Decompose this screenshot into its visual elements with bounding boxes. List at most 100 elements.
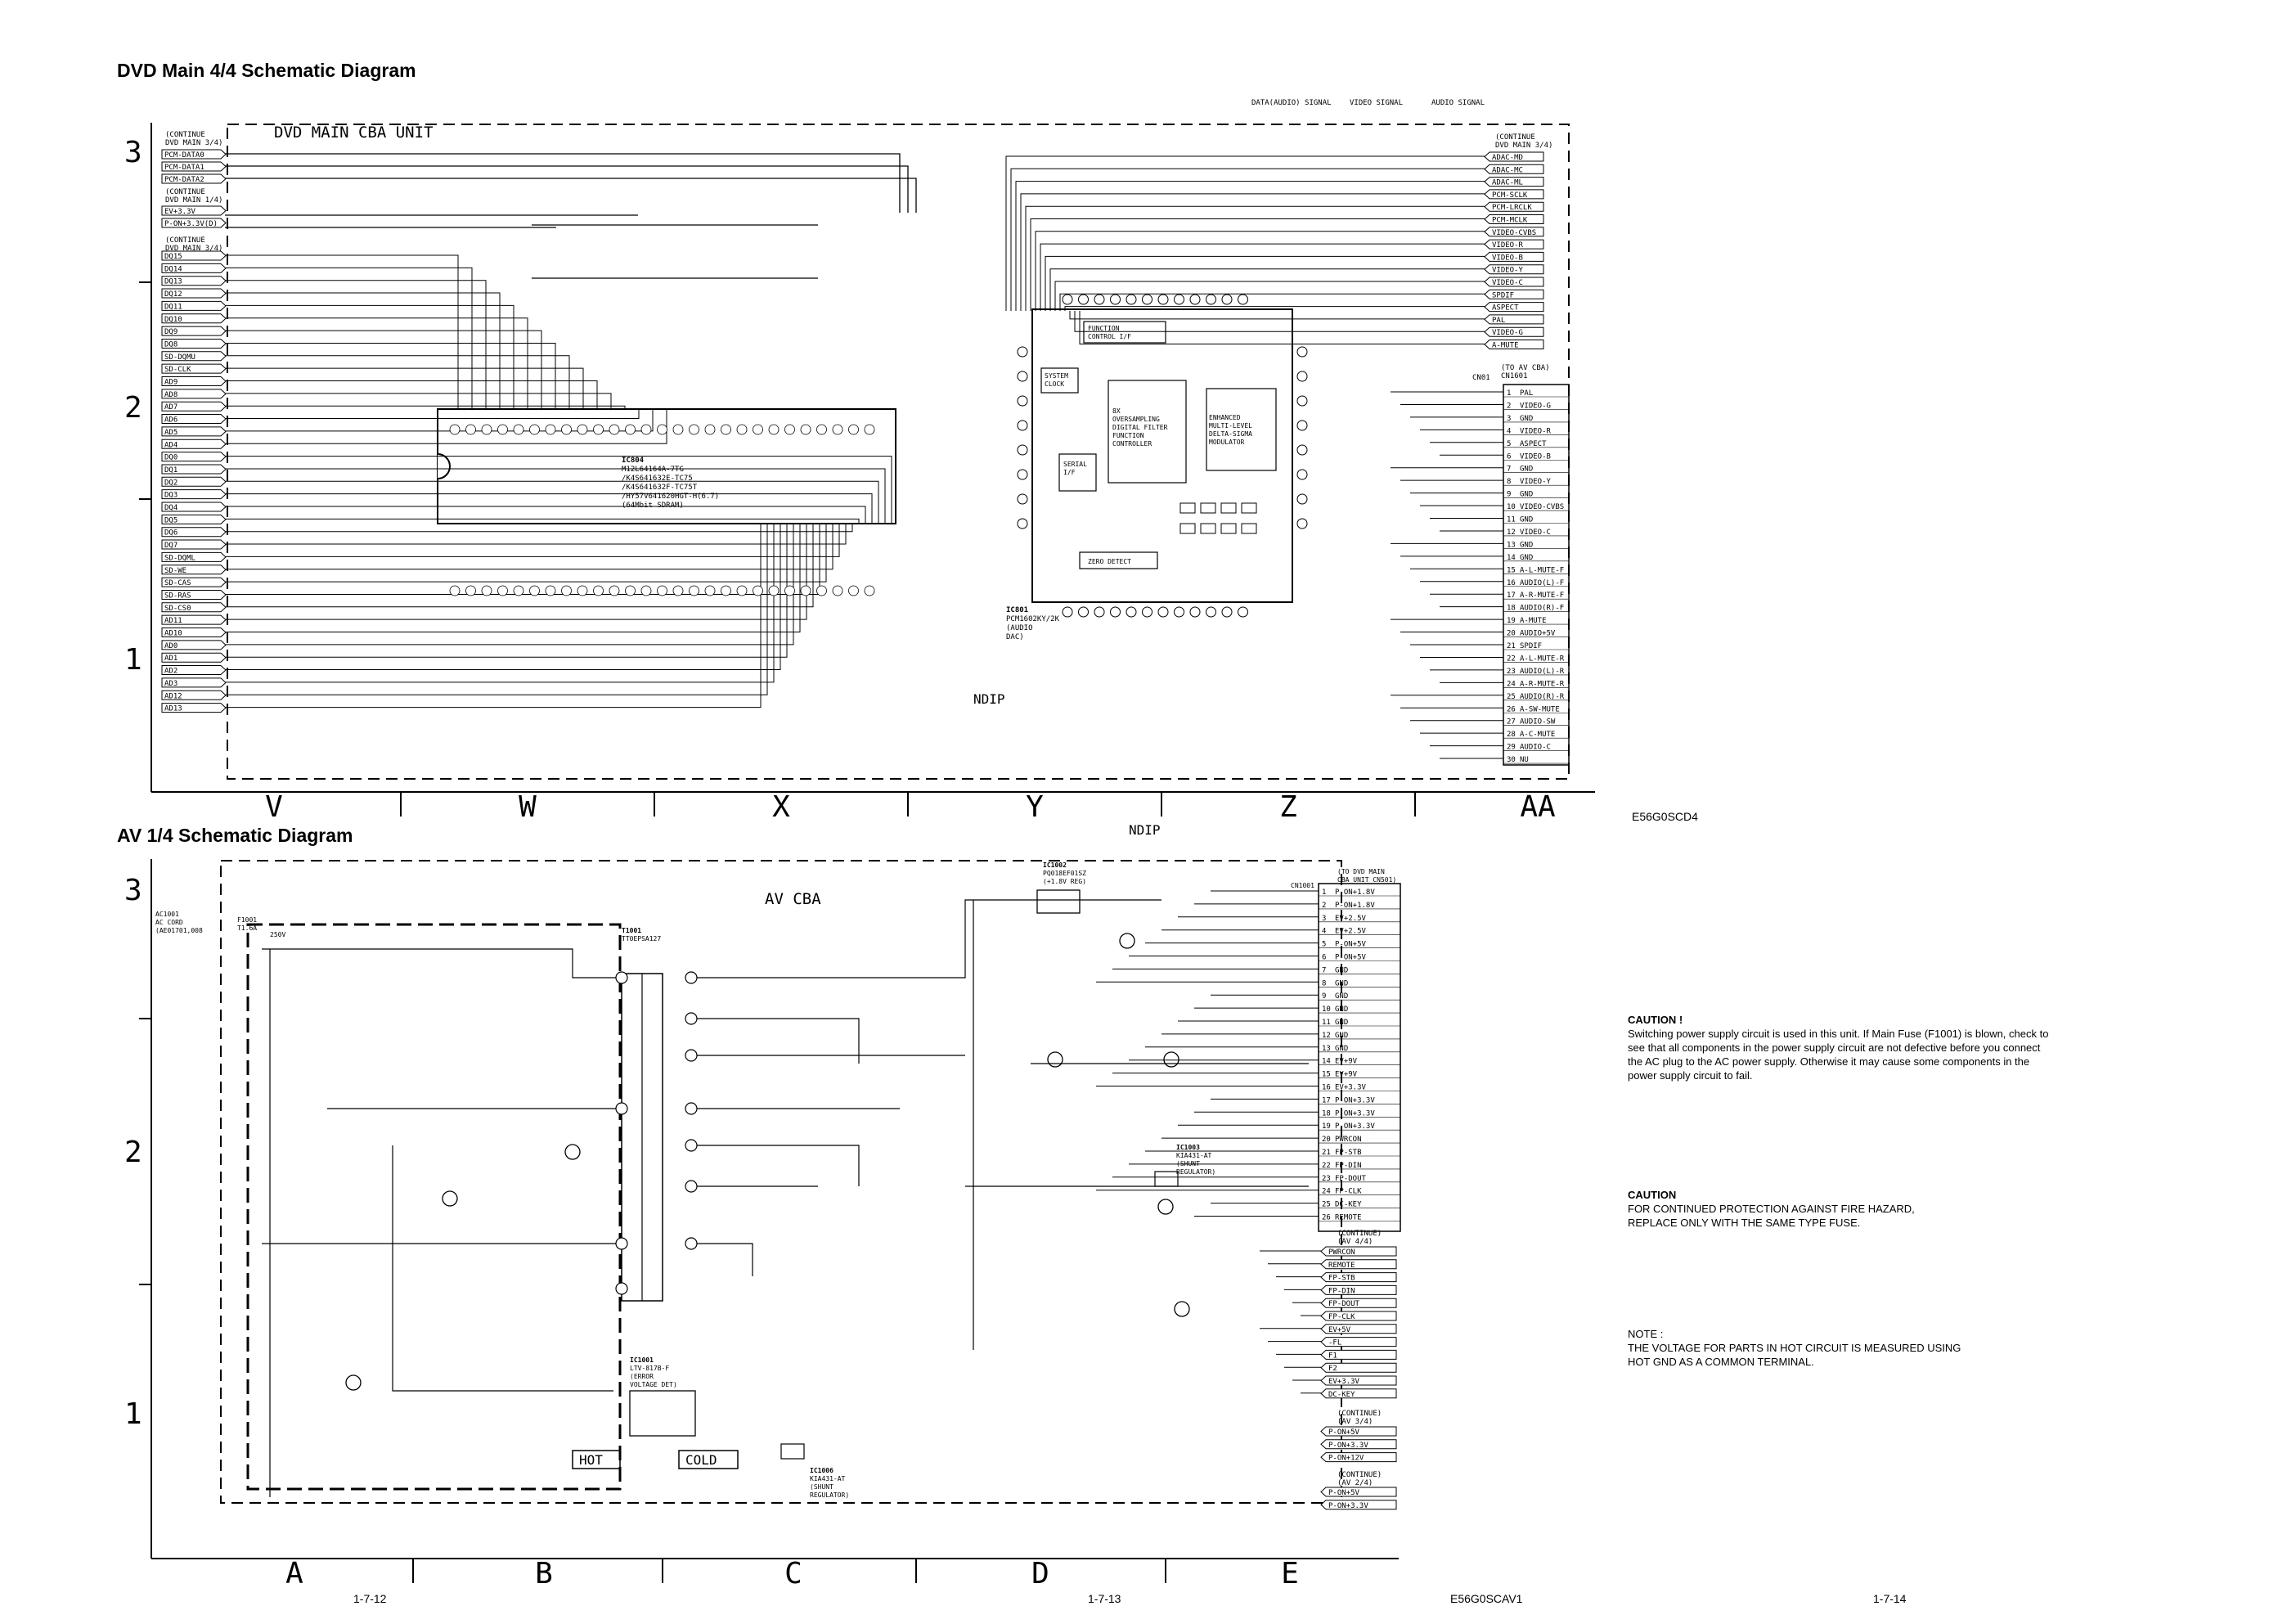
dac-block-sysclk-2: CLOCK [1045,380,1064,388]
left-signal-sd-we-shape [161,565,227,575]
dvd-row-2: 2 [124,391,142,425]
left-signal-dq10: DQ10 [164,316,182,324]
dvd-cn-pin-num: 13 [1507,541,1516,549]
left-signal-sd-dqmu-shape [161,351,227,362]
av-right-signal-remote: REMOTE [1328,1262,1355,1270]
av-cn-pin-num: 2 [1322,902,1326,910]
right-signal-video-r: VIDEO-R [1492,241,1524,250]
av-cn-pin-num: 14 [1322,1058,1331,1066]
dvd-cn-pin-10: VIDEO-CVBS [1520,503,1564,511]
left-signal-dq7: DQ7 [164,542,177,550]
left-signal-dq10-shape [161,313,227,324]
av-cn-pin-num: 18 [1322,1109,1331,1118]
av-right-signal-fp-din-shape [1320,1284,1397,1295]
dvd-cn-pin-15: A-L-MUTE-F [1520,566,1564,574]
right-group1-header-l2: DVD MAIN 3/4) [1495,142,1552,150]
left-signal-ad9: AD9 [164,379,177,387]
av-right3-signal-0-shape [1320,1487,1397,1497]
dvd-cn-pin-num: 28 [1507,731,1516,739]
av-cn-pin-10: GND [1335,1005,1348,1014]
av-right-signal-dc-key-shape [1320,1388,1397,1399]
dvd-cn-pin-29: AUDIO-C [1520,744,1551,752]
ic1006-desc1: (SHUNT [810,1483,833,1491]
dac-block-mod: ENHANCED [1209,414,1241,421]
dvd-cn-pin-num: 10 [1507,503,1516,511]
left-signal-ad11-shape [161,614,227,625]
fuse-rating: T1.6A [237,924,257,932]
left-signal-sd-ras: SD-RAS [164,592,191,600]
dvd-cn-pin-num: 21 [1507,642,1516,650]
left-signal-ad1-shape [161,652,227,663]
left-signal-ad6-shape [161,414,227,425]
dvd-col-y: Y [1026,790,1044,824]
left-signal-dq15: DQ15 [164,253,182,261]
right-signal-video-cvbs: VIDEO-CVBS [1492,229,1536,237]
ic1002-part: PQ018EF01SZ [1043,870,1086,877]
ndip-label-1: NDIP [973,691,1005,707]
right-signal-pcm-mclk: PCM-MCLK [1492,217,1528,225]
left-signal-dq14: DQ14 [164,265,182,273]
av-right-group2-header-l1: (CONTINUE) [1337,1410,1382,1418]
av-right3-signal-1: P-ON+3.3V [1328,1502,1368,1510]
av-cn-header-l2: CBA UNIT CN501) [1337,876,1396,884]
av-cn-pin-num: 25 [1322,1201,1331,1209]
fuse-ref: F1001 [237,916,257,924]
dvd-cn-pin-6: VIDEO-B [1520,452,1551,461]
left-signal-ad7: AD7 [164,403,177,412]
av-cn-pin-num: 22 [1322,1162,1331,1170]
dvd-cn-pin-3: GND [1520,415,1533,423]
av-right-signal-fp-clk-shape [1320,1311,1397,1321]
right-signal-adac-mc: ADAC-MC [1492,166,1523,174]
dvd-cn-pin-num: 20 [1507,630,1516,638]
dvd-cn-pin-num: 11 [1507,516,1516,524]
right-signal-video-g-shape [1484,326,1544,337]
page-number-center: 1-7-13 [1088,1592,1121,1605]
left-signal-sd-dqml: SD-DQML [164,554,195,562]
left-signal-pcm-data1: PCM-DATA1 [164,164,204,172]
dac-block-sysclk: SYSTEM [1045,372,1068,380]
dvd-cn-pin-num: 18 [1507,605,1516,613]
dvd-cn-pin-30: NU [1520,756,1529,764]
dvd-cn-pin-7: GND [1520,466,1533,474]
av-cn-pin-num: 4 [1322,928,1326,936]
dvd-cn-pin-18: AUDIO(R)-F [1520,605,1564,613]
right-signal-aspect-shape [1484,302,1544,313]
left-signal-dq4: DQ4 [164,504,177,512]
av-col-a: A [285,1557,303,1590]
dvd-cn-pin-16: AUDIO(L)-F [1520,579,1564,587]
dvd-cn-pin-21: SPDIF [1520,642,1542,650]
dvd-cn-pin-num: 16 [1507,579,1516,587]
av-right-signal-ev-3-3v-shape [1320,1375,1397,1386]
left-signal-ad7-shape [161,401,227,412]
av-cn-pin-25: DC-KEY [1335,1201,1362,1209]
left-signal-sd-cs0-shape [161,602,227,613]
av-cn-pin-num: 9 [1322,992,1326,1001]
left-signal-dq13: DQ13 [164,278,182,286]
t1001-ref: T1001 [622,927,641,934]
av-cn-pin-num: 20 [1322,1136,1331,1144]
left-signal-ad4-shape [161,439,227,449]
dvd-cn-pin-num: 25 [1507,693,1516,701]
av-cn-pin-3: EV+2.5V [1335,915,1367,923]
dvd-cn-pin-8: VIDEO-Y [1520,478,1552,486]
dvd-cn-pin-25: AUDIO(R)-R [1520,693,1565,701]
dvd-cn-pin-num: 19 [1507,617,1516,625]
dvd-cn-pin-num: 15 [1507,566,1516,574]
av-cn-pin-14: EV+9V [1335,1058,1358,1066]
ac1001-desc: AC CORD [155,919,183,926]
left-signal-ad9-shape [161,376,227,386]
av-cn-pin-num: 1 [1322,888,1326,897]
left-signal-p-on-3-3v-d-: P-ON+3.3V(D) [164,220,218,228]
ic1003-part: KIA431-AT [1176,1152,1212,1159]
left-signal-p-on-3-3v-d--shape [161,218,227,228]
left-signal-ad13-shape [161,703,227,713]
caution-block-2: CAUTION FOR CONTINUED PROTECTION AGAINST… [1628,1188,2053,1230]
av-cn-pin-num: 15 [1322,1071,1331,1079]
right-signal-pcm-mclk-shape [1484,214,1544,224]
av-cn-pin-num: 7 [1322,966,1326,974]
page-number-right: 1-7-14 [1873,1592,1907,1605]
av-right-group1-header-l1: (CONTINUE) [1337,1230,1382,1238]
left-signal-ev-3-3v-shape [161,205,227,216]
av-right-signal-fp-dout-shape [1320,1298,1397,1308]
left-signal-ad6: AD6 [164,416,177,425]
